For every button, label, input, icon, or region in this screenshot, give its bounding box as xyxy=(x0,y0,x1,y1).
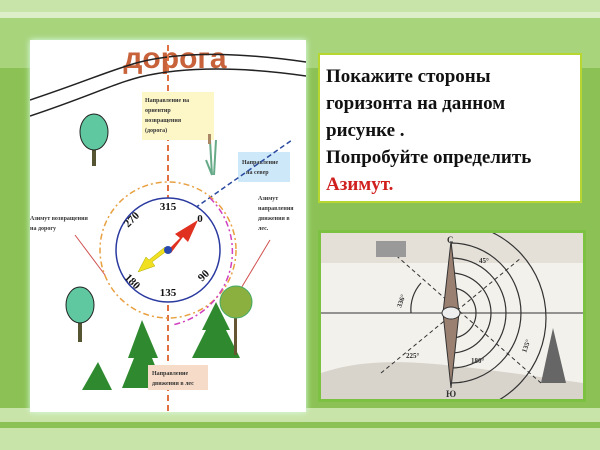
fir-tree-icon xyxy=(192,302,240,358)
road xyxy=(29,53,307,101)
forest-azimuth-arc xyxy=(171,197,234,326)
instruction-line: Покажите стороны xyxy=(326,66,491,87)
svg-text:180°: 180° xyxy=(471,357,485,365)
svg-text:315: 315 xyxy=(160,201,177,213)
factory-icon xyxy=(376,241,406,257)
tree-icon xyxy=(79,113,109,166)
return-azimuth-arc xyxy=(99,181,237,319)
compass-route-diagram: дорога Направление на ориентир возвращен… xyxy=(29,40,307,412)
south-label: Ю xyxy=(446,389,456,399)
svg-text:Азимут направления дви: Азимут направления движения в лес. xyxy=(258,196,295,232)
svg-text:0: 0 xyxy=(197,213,203,225)
fir-tree-icon xyxy=(82,362,112,390)
svg-text:Направление на ориентир: Направление на ориентир возвращения (дор… xyxy=(145,98,191,134)
deciduous-tree-icon xyxy=(219,285,253,355)
top-stripe xyxy=(0,12,600,18)
svg-text:Азимут возвращения на доро: Азимут возвращения на дорогу xyxy=(30,216,89,232)
instruction-line: Попробуйте определить xyxy=(326,147,532,168)
north-label: С xyxy=(447,235,454,245)
svg-text:45°: 45° xyxy=(479,257,489,265)
compass-needle-north xyxy=(168,220,198,253)
instruction-line: рисунке . xyxy=(326,120,405,141)
bottom-stripe-2 xyxy=(0,428,600,450)
svg-text:225°: 225° xyxy=(406,352,420,360)
svg-text:135: 135 xyxy=(160,287,177,299)
instruction-box: Покажите стороны горизонта на данном рис… xyxy=(318,53,582,203)
tree-icon xyxy=(65,286,95,342)
reed-icon xyxy=(205,134,217,176)
top-stripe-light xyxy=(0,0,600,12)
road-label: дорога xyxy=(123,42,227,75)
landscape-compass-picture: С Ю 45° 336° 225° 180° 135° xyxy=(318,222,586,414)
svg-text:336°: 336° xyxy=(395,293,407,308)
fir-tree-icon xyxy=(541,328,566,383)
svg-text:Направление на север: Направление на север xyxy=(242,160,280,176)
azimuth-highlight: Азимут. xyxy=(326,174,394,195)
svg-text:135°: 135° xyxy=(520,338,532,353)
svg-text:Направление движения в лес: Направление движения в лес xyxy=(152,371,194,387)
compass-needle-south xyxy=(137,246,169,273)
instruction-line: горизонта на данном xyxy=(326,93,506,114)
